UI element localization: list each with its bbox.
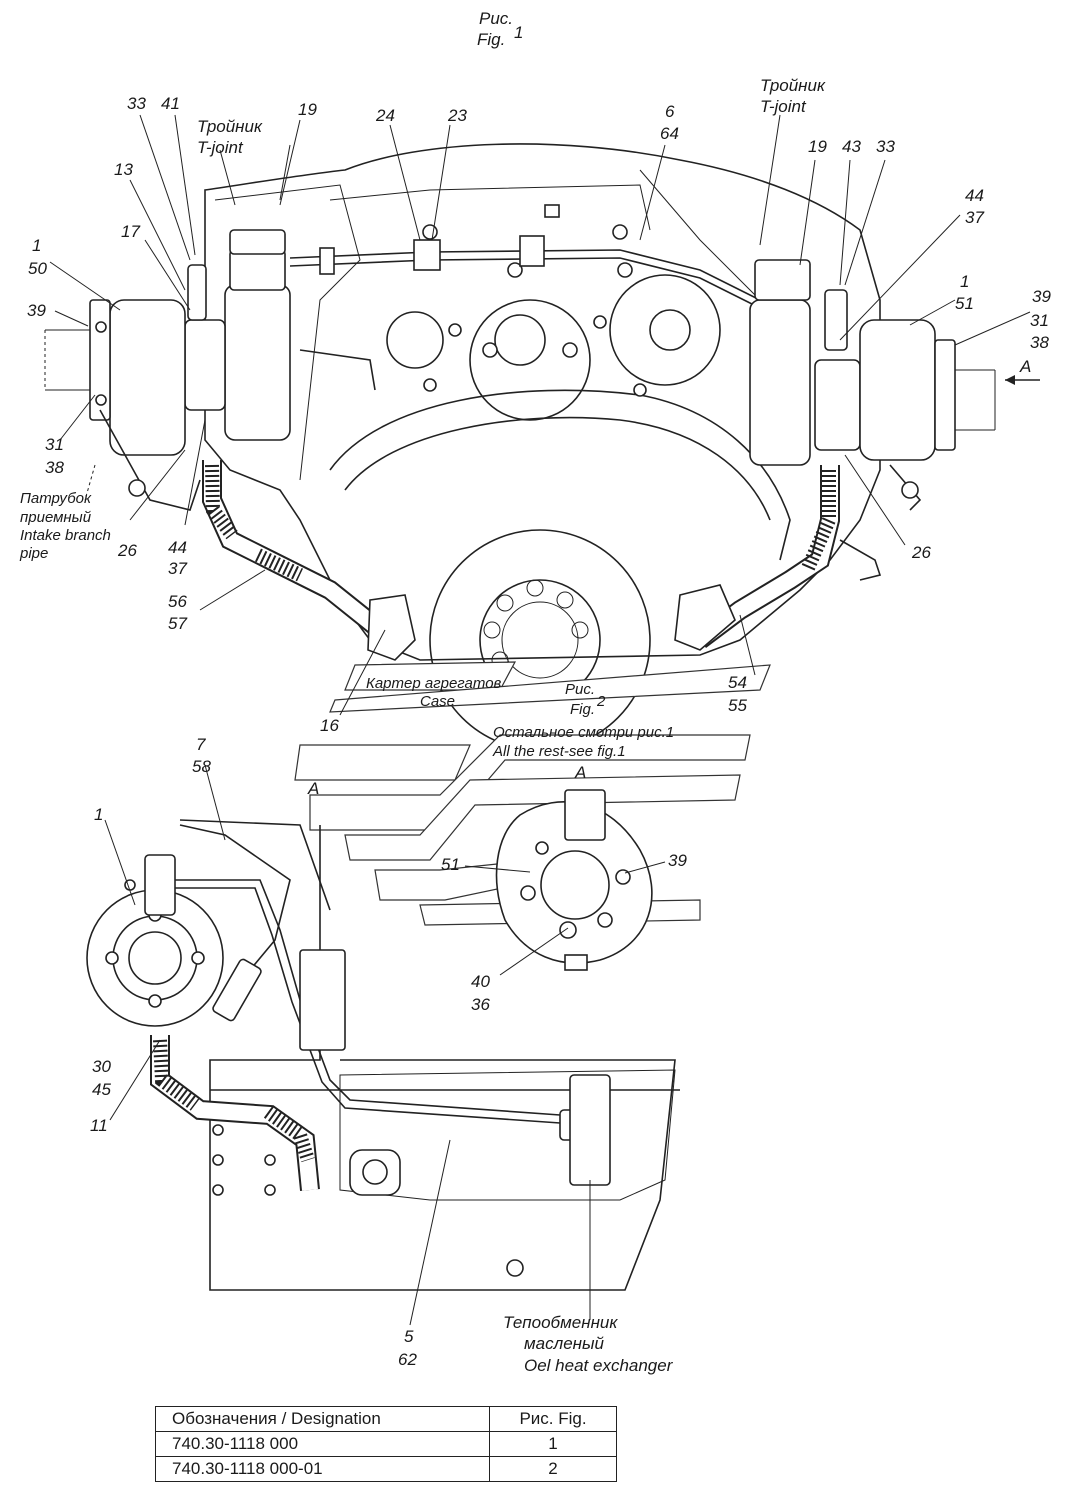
callout-41: 41 (161, 94, 180, 113)
callout-58: 58 (192, 757, 211, 776)
intake-label-ru-2: приемный (20, 509, 92, 526)
callout-43: 43 (842, 137, 861, 156)
table-cell-fig: 1 (489, 1431, 617, 1457)
tjoint-right-ru: Тройник (760, 76, 826, 95)
callout-1-right: 1 (960, 272, 969, 291)
text-labels: Рис. Fig. 1 Тройник T-joint Тройник T-jo… (19, 9, 1051, 1375)
callout-17: 17 (121, 222, 140, 241)
callout-54: 54 (728, 673, 747, 692)
tjoint-left-ru: Тройник (197, 117, 263, 136)
callout-36: 36 (471, 995, 490, 1014)
view-a-detail-label: A (574, 763, 586, 782)
figure-2-drawing (86, 819, 680, 1291)
callout-51-right: 51 (955, 294, 974, 313)
fig1-number: 1 (514, 23, 523, 42)
table-header-fig: Рис. Fig. (489, 1406, 617, 1432)
tjoint-left-en: T-joint (197, 138, 244, 157)
fig2-caption-ru: Рис. (565, 681, 595, 698)
callout-31-left: 31 (45, 435, 64, 454)
callout-11: 11 (90, 1116, 108, 1135)
callout-44-right: 44 (965, 186, 984, 205)
intake-label-ru-1: Патрубок (20, 490, 92, 507)
table-header-row: Обозначения / Designation Рис. Fig. (155, 1406, 617, 1432)
fig1-caption-ru: Рис. (479, 9, 513, 28)
table-cell-fig: 2 (489, 1456, 617, 1482)
callout-51-detail: 51 (441, 855, 460, 874)
designation-table: Обозначения / Designation Рис. Fig. 740.… (155, 1406, 617, 1482)
callout-38-right: 38 (1030, 333, 1049, 352)
callout-62: 62 (398, 1350, 417, 1369)
callout-30: 30 (92, 1057, 111, 1076)
callout-1-left: 1 (32, 236, 41, 255)
case-label-ru: Картер агрегатов (366, 675, 502, 692)
table-row: 740.30-1118 000 1 (155, 1431, 617, 1457)
heat-exchanger-label-en: Oel heat exchanger (524, 1356, 674, 1375)
callout-26-left: 26 (117, 541, 137, 560)
fig2-number: 2 (596, 693, 606, 710)
callout-64: 64 (660, 124, 679, 143)
table-header-designation: Обозначения / Designation (155, 1406, 490, 1432)
callout-5: 5 (404, 1327, 414, 1346)
callout-33-left: 33 (127, 94, 146, 113)
fig2-note-ru: Остальное смотри рис.1 (493, 724, 674, 741)
callout-31-right: 31 (1030, 311, 1049, 330)
callout-45: 45 (92, 1080, 111, 1099)
callout-37-left: 37 (168, 559, 187, 578)
view-a-arrow-label: A (1019, 357, 1031, 376)
callout-19-right: 19 (808, 137, 827, 156)
table-cell-designation: 740.30-1118 000-01 (155, 1456, 490, 1482)
fig1-caption-en: Fig. (477, 30, 505, 49)
callout-6: 6 (665, 102, 675, 121)
callout-7: 7 (196, 735, 206, 754)
table-row: 740.30-1118 000-01 2 (155, 1456, 617, 1482)
fig2-caption-en: Fig. (570, 701, 595, 718)
callout-33-right: 33 (876, 137, 895, 156)
case-label-en: Case (420, 693, 455, 710)
callout-13: 13 (114, 160, 133, 179)
callout-23: 23 (447, 106, 467, 125)
callout-19-left: 19 (298, 100, 317, 119)
callout-40: 40 (471, 972, 490, 991)
callout-39-left: 39 (27, 301, 46, 320)
callout-39-right: 39 (1032, 287, 1051, 306)
callout-38-left: 38 (45, 458, 64, 477)
callout-1-fig2: 1 (94, 805, 103, 824)
callout-50: 50 (28, 259, 47, 278)
intake-label-en-1: Intake branch (20, 527, 111, 544)
view-a-section-label: A (307, 779, 319, 798)
heat-exchanger-label-ru-1: Тепообменник (503, 1313, 618, 1332)
callout-39-detail: 39 (668, 851, 687, 870)
fig2-note-en: All the rest-see fig.1 (492, 743, 626, 760)
callout-56: 56 (168, 592, 187, 611)
callout-55: 55 (728, 696, 747, 715)
callout-16: 16 (320, 716, 339, 735)
heat-exchanger-label-ru-2: масленый (524, 1334, 605, 1353)
tjoint-right-en: T-joint (760, 97, 807, 116)
callout-44-left: 44 (168, 538, 187, 557)
view-a-detail (495, 789, 653, 971)
callout-37-right: 37 (965, 208, 984, 227)
callout-57: 57 (168, 614, 187, 633)
table-cell-designation: 740.30-1118 000 (155, 1431, 490, 1457)
intake-label-en-2: pipe (19, 545, 48, 562)
callout-24: 24 (375, 106, 395, 125)
callout-26-right: 26 (911, 543, 931, 562)
figure-1-drawing (44, 143, 1040, 751)
leader-lines (49, 114, 1031, 1326)
